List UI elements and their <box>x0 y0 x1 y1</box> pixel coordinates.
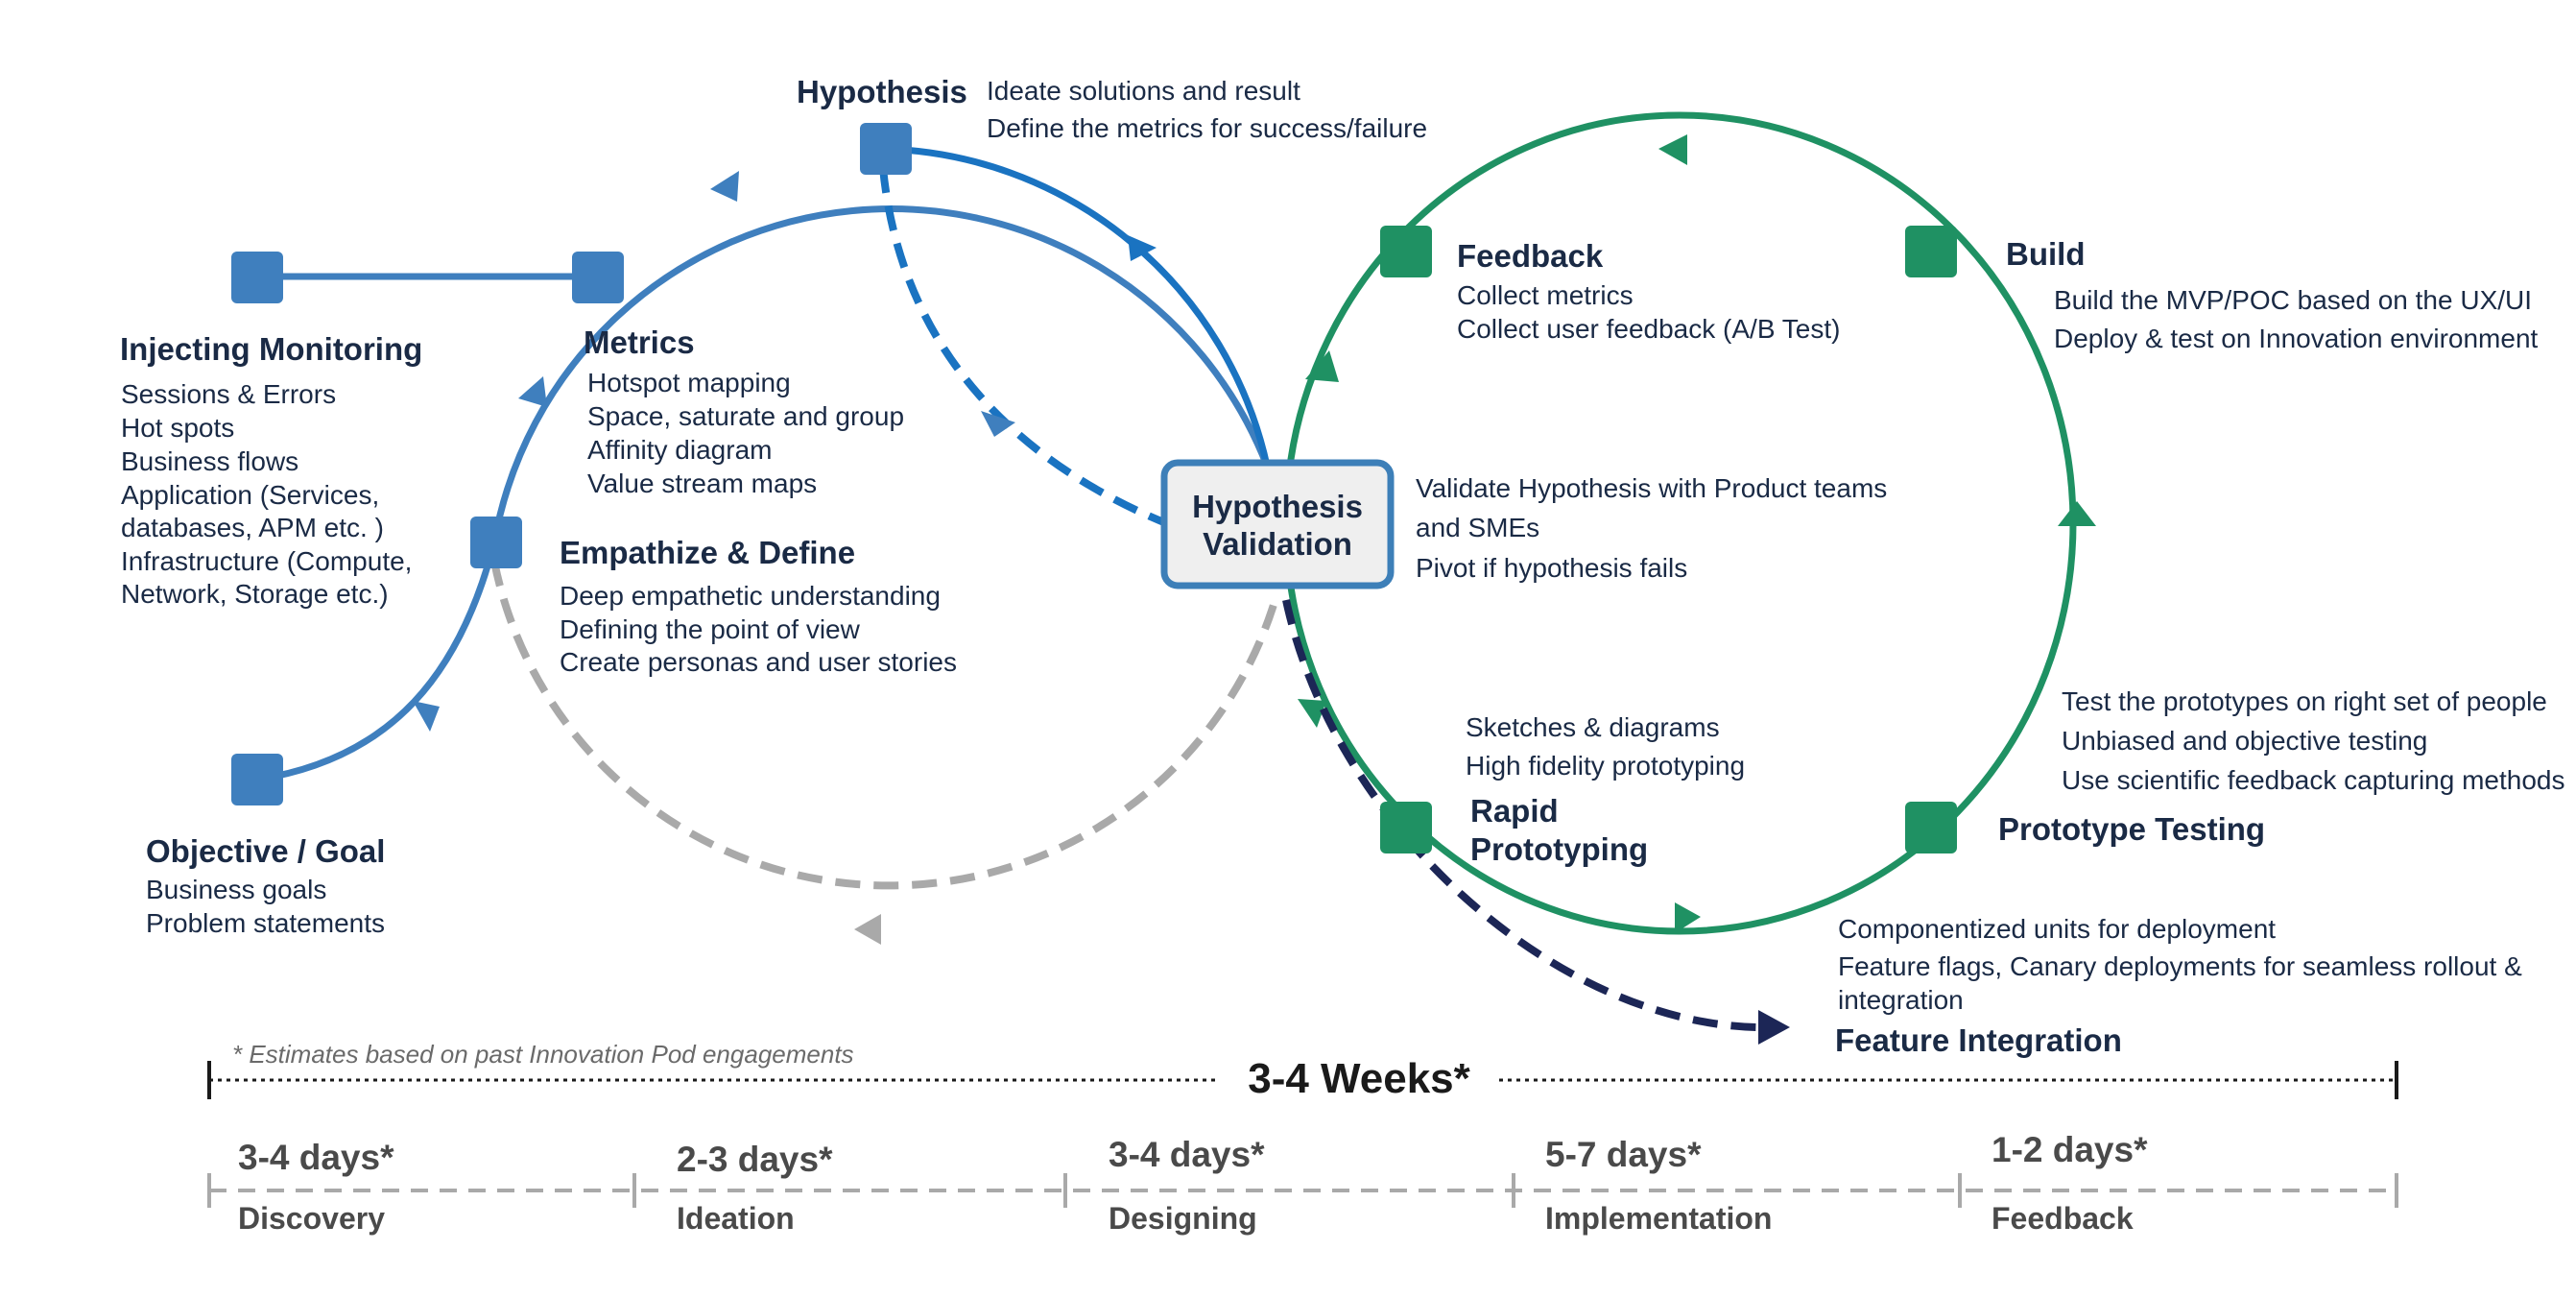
arrow-green-top <box>1658 134 1687 165</box>
estimates-note: * Estimates based on past Innovation Pod… <box>232 1040 854 1069</box>
phase-designing-days: 3-4 days* <box>1109 1135 1265 1174</box>
rapid-prototyping-line-2: High fidelity prototyping <box>1466 751 1745 781</box>
phase-implementation-days: 5-7 days* <box>1545 1135 1702 1174</box>
metrics-line-4: Value stream maps <box>587 469 817 498</box>
hypothesis-validation-line-3: Pivot if hypothesis fails <box>1416 553 1687 583</box>
metrics-title: Metrics <box>584 324 695 360</box>
phase-discovery-days: 3-4 days* <box>238 1138 394 1177</box>
rapid-prototyping-title-2: Prototyping <box>1470 831 1648 867</box>
node-metrics <box>572 252 624 303</box>
node-injecting-monitoring <box>231 252 283 303</box>
arrow-green-left-upper <box>1305 350 1339 382</box>
left-loop-arc-right <box>882 145 1271 467</box>
feedback-line-1: Collect metrics <box>1457 280 1634 310</box>
injecting-monitoring-line-7: Network, Storage etc.) <box>121 579 389 609</box>
objective-goal-title: Objective / Goal <box>146 833 385 869</box>
arrow-green-left-lower <box>1298 699 1326 728</box>
node-build <box>1905 226 1957 277</box>
empathize-define-line-2: Defining the point of view <box>560 614 861 644</box>
node-rapid-prototyping <box>1380 802 1432 853</box>
injecting-monitoring-line-3: Business flows <box>121 446 298 476</box>
node-feedback <box>1380 226 1432 277</box>
metrics-line-1: Hotspot mapping <box>587 368 791 397</box>
hypothesis-validation-line-1: Validate Hypothesis with Product teams <box>1416 473 1887 503</box>
objective-goal-line-1: Business goals <box>146 875 326 904</box>
hypothesis-validation-title-1: Hypothesis <box>1192 489 1363 524</box>
rapid-prototyping-line-1: Sketches & diagrams <box>1466 712 1720 742</box>
metrics-line-3: Affinity diagram <box>587 435 772 465</box>
injecting-monitoring-line-6: Infrastructure (Compute, <box>121 546 412 576</box>
phase-designing-name: Designing <box>1109 1201 1257 1236</box>
injecting-monitoring-title: Injecting Monitoring <box>120 331 422 367</box>
prototype-testing-title: Prototype Testing <box>1998 811 2265 847</box>
arrow-metrics-up <box>710 171 739 202</box>
hypothesis-validation-title-2: Validation <box>1203 526 1352 562</box>
phase-discovery-name: Discovery <box>238 1201 385 1236</box>
objective-goal-line-2: Problem statements <box>146 908 385 938</box>
feature-integration-line-1: Componentized units for deployment <box>1838 914 2276 944</box>
arrow-green-bottom <box>1675 902 1701 933</box>
prototype-testing-line-2: Unbiased and objective testing <box>2062 726 2427 756</box>
build-title: Build <box>2006 236 2085 272</box>
hypothesis-title: Hypothesis <box>797 74 967 109</box>
left-loop-arc <box>490 205 1271 543</box>
build-line-2: Deploy & test on Innovation environment <box>2054 324 2539 353</box>
empathize-define-title: Empathize & Define <box>560 535 855 570</box>
injecting-monitoring-line-4: Application (Services, <box>121 480 379 510</box>
injecting-monitoring-line-5: databases, APM etc. ) <box>121 513 384 542</box>
arrow-dashed-up <box>981 411 1015 437</box>
phase-feedback-name: Feedback <box>1992 1201 2134 1236</box>
hypothesis-dashed-link <box>879 167 1168 527</box>
hypothesis-validation-box <box>1160 459 1395 589</box>
feedback-line-2: Collect user feedback (A/B Test) <box>1457 314 1840 344</box>
phase-implementation-name: Implementation <box>1545 1201 1772 1236</box>
total-duration: 3-4 Weeks* <box>1248 1055 1470 1102</box>
feedback-title: Feedback <box>1457 238 1604 274</box>
node-prototype-testing <box>1905 802 1957 853</box>
arrow-objective <box>413 701 440 732</box>
empathize-define-line-1: Deep empathetic understanding <box>560 581 941 611</box>
arrow-green-right <box>2058 501 2096 526</box>
hypothesis-line-2: Define the metrics for success/failure <box>987 113 1427 143</box>
node-empathize-define <box>470 517 522 568</box>
arrow-hypothesis-down <box>1128 235 1157 261</box>
feature-integration-title: Feature Integration <box>1835 1022 2122 1058</box>
node-hypothesis <box>860 123 912 175</box>
node-objective-goal <box>231 754 283 805</box>
feature-integration-line-2: Feature flags, Canary deployments for se… <box>1838 951 2522 981</box>
phase-feedback-days: 1-2 days* <box>1992 1130 2148 1169</box>
build-line-1: Build the MVP/POC based on the UX/UI <box>2054 285 2532 315</box>
prototype-testing-line-3: Use scientific feedback capturing method… <box>2062 765 2565 795</box>
injecting-monitoring-line-1: Sessions & Errors <box>121 379 336 409</box>
prototype-testing-line-1: Test the prototypes on right set of peop… <box>2062 686 2547 716</box>
empathize-define-line-3: Create personas and user stories <box>560 647 957 677</box>
feature-integration-line-3: integration <box>1838 985 1964 1015</box>
phase-ideation-days: 2-3 days* <box>677 1140 833 1179</box>
hypothesis-line-1: Ideate solutions and result <box>987 76 1300 106</box>
rapid-prototyping-title-1: Rapid <box>1470 793 1559 829</box>
arrow-feature-integration <box>1758 1010 1790 1045</box>
injecting-monitoring-line-2: Hot spots <box>121 413 234 443</box>
feature-integration-dashed-link <box>1282 599 1757 1031</box>
metrics-line-2: Space, saturate and group <box>587 401 904 431</box>
phase-ideation-name: Ideation <box>677 1201 795 1236</box>
left-loop-gray-dashed <box>490 561 1280 890</box>
hypothesis-validation-line-2: and SMEs <box>1416 513 1539 542</box>
arrow-gray-left <box>854 914 881 945</box>
arrow-empathize-up <box>518 376 547 407</box>
